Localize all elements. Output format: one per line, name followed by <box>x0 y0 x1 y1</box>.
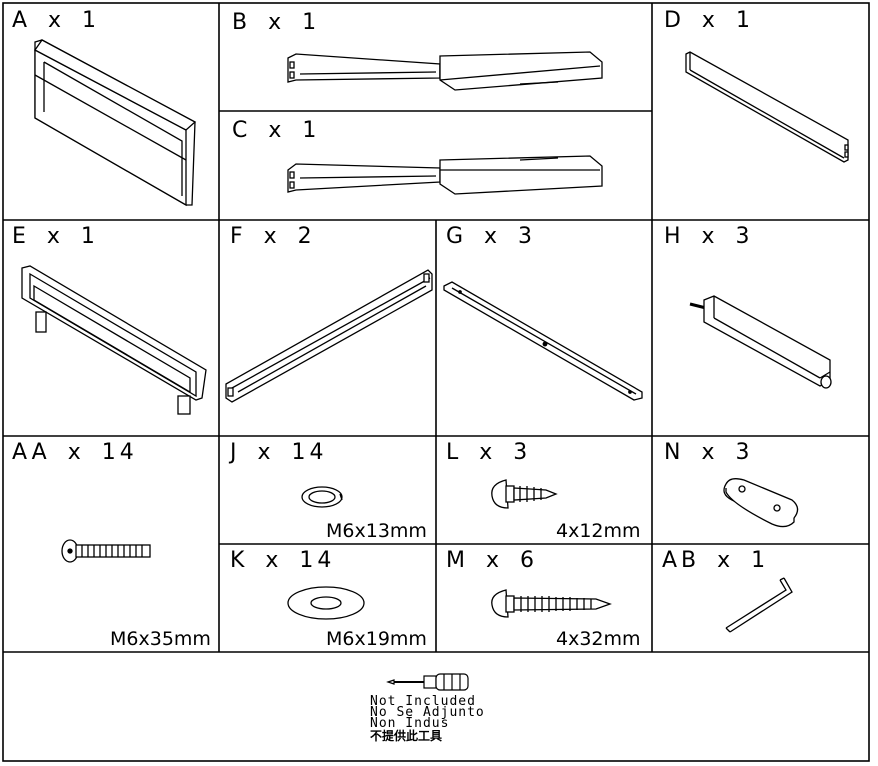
part-e-drawing <box>21 265 207 415</box>
part-b-label: B x 1 <box>232 10 321 35</box>
part-f-label: F x 2 <box>230 224 316 249</box>
part-d-drawing <box>685 51 849 163</box>
part-b-drawing <box>287 51 603 91</box>
part-k-drawing <box>287 586 365 620</box>
part-l-size: 4x12mm <box>556 520 641 542</box>
part-l-drawing <box>491 479 558 509</box>
part-j-label: J x 14 <box>230 440 328 465</box>
part-g-drawing <box>443 281 643 401</box>
part-f-drawing <box>225 269 433 403</box>
part-ab-drawing <box>725 577 793 633</box>
part-j-size: M6x13mm <box>326 520 427 542</box>
part-m-label: M x 6 <box>446 548 538 573</box>
part-n-drawing <box>723 478 799 528</box>
part-j-drawing <box>301 486 343 508</box>
part-ab-label: AB x 1 <box>662 548 770 573</box>
part-aa-label: AA x 14 <box>12 440 138 465</box>
not-included-note: Not Included <box>370 694 476 709</box>
part-m-drawing <box>491 589 612 618</box>
part-a-drawing <box>34 39 197 207</box>
part-k-size: M6x19mm <box>326 628 427 650</box>
part-a-label: A x 1 <box>12 8 101 33</box>
part-g-label: G x 3 <box>446 224 537 249</box>
part-c-label: C x 1 <box>232 118 321 143</box>
part-aa-size: M6x35mm <box>110 628 211 650</box>
part-n-label: N x 3 <box>664 440 754 465</box>
non-indus-note: Non Indus <box>370 716 450 731</box>
part-e-label: E x 1 <box>12 224 99 249</box>
no-se-adjunto-note: No Se Adjunto <box>370 705 485 720</box>
part-h-label: H x 3 <box>664 224 754 249</box>
part-l-label: L x 3 <box>446 440 532 465</box>
part-aa-drawing <box>61 539 151 563</box>
screwdriver-icon <box>386 673 469 691</box>
part-h-drawing <box>689 295 832 389</box>
part-k-label: K x 14 <box>230 548 336 573</box>
part-m-size: 4x32mm <box>556 628 641 650</box>
part-c-drawing <box>287 155 603 195</box>
part-d-label: D x 1 <box>664 8 754 33</box>
chinese-note: 不提供此工具 <box>370 729 443 743</box>
